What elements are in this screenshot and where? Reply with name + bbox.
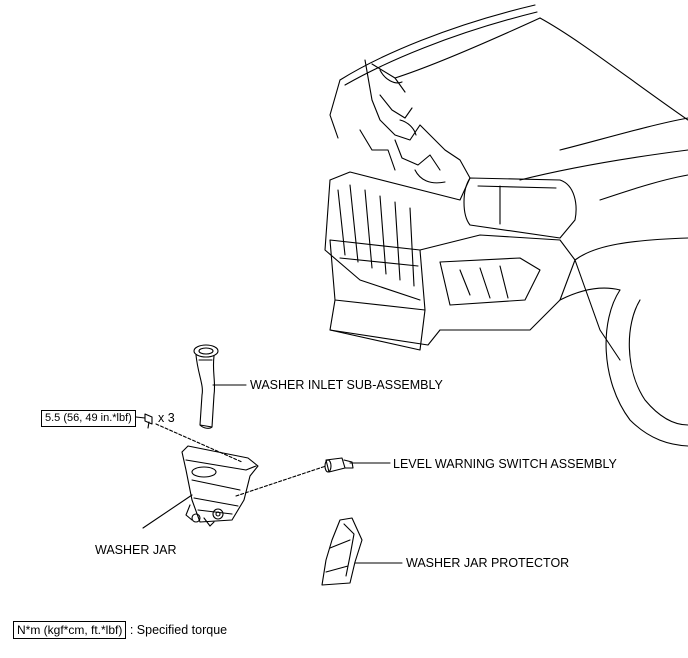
washer-jar-illustration: [181, 445, 259, 527]
level-switch-label: LEVEL WARNING SWITCH ASSEMBLY: [393, 457, 617, 471]
legend-description: : Specified torque: [129, 623, 228, 637]
bolt-illustration: [144, 413, 153, 429]
vehicle-front-illustration: [324, 4, 688, 447]
protector-label: WASHER JAR PROTECTOR: [406, 556, 570, 570]
legend-unit-box: N*m (kgf*cm, ft.*lbf): [13, 621, 127, 639]
washer-inlet-label: WASHER INLET SUB-ASSEMBLY: [250, 378, 443, 392]
torque-spec-box: 5.5 (56, 49 in.*lbf): [41, 410, 136, 427]
torque-leader: [135, 416, 146, 419]
torque-legend: N*m (kgf*cm, ft.*lbf) : Specified torque: [13, 621, 228, 639]
washer-jar-protector-illustration: [321, 517, 363, 586]
washer-jar-label: WASHER JAR: [95, 543, 177, 557]
washer-jar-leader: [142, 494, 193, 529]
assembly-lines: [155, 423, 327, 497]
bolt-quantity: x 3: [158, 411, 175, 425]
level-switch-illustration: [324, 457, 354, 473]
leader-lines: [135, 384, 403, 564]
washer-inlet-illustration: [193, 344, 219, 429]
